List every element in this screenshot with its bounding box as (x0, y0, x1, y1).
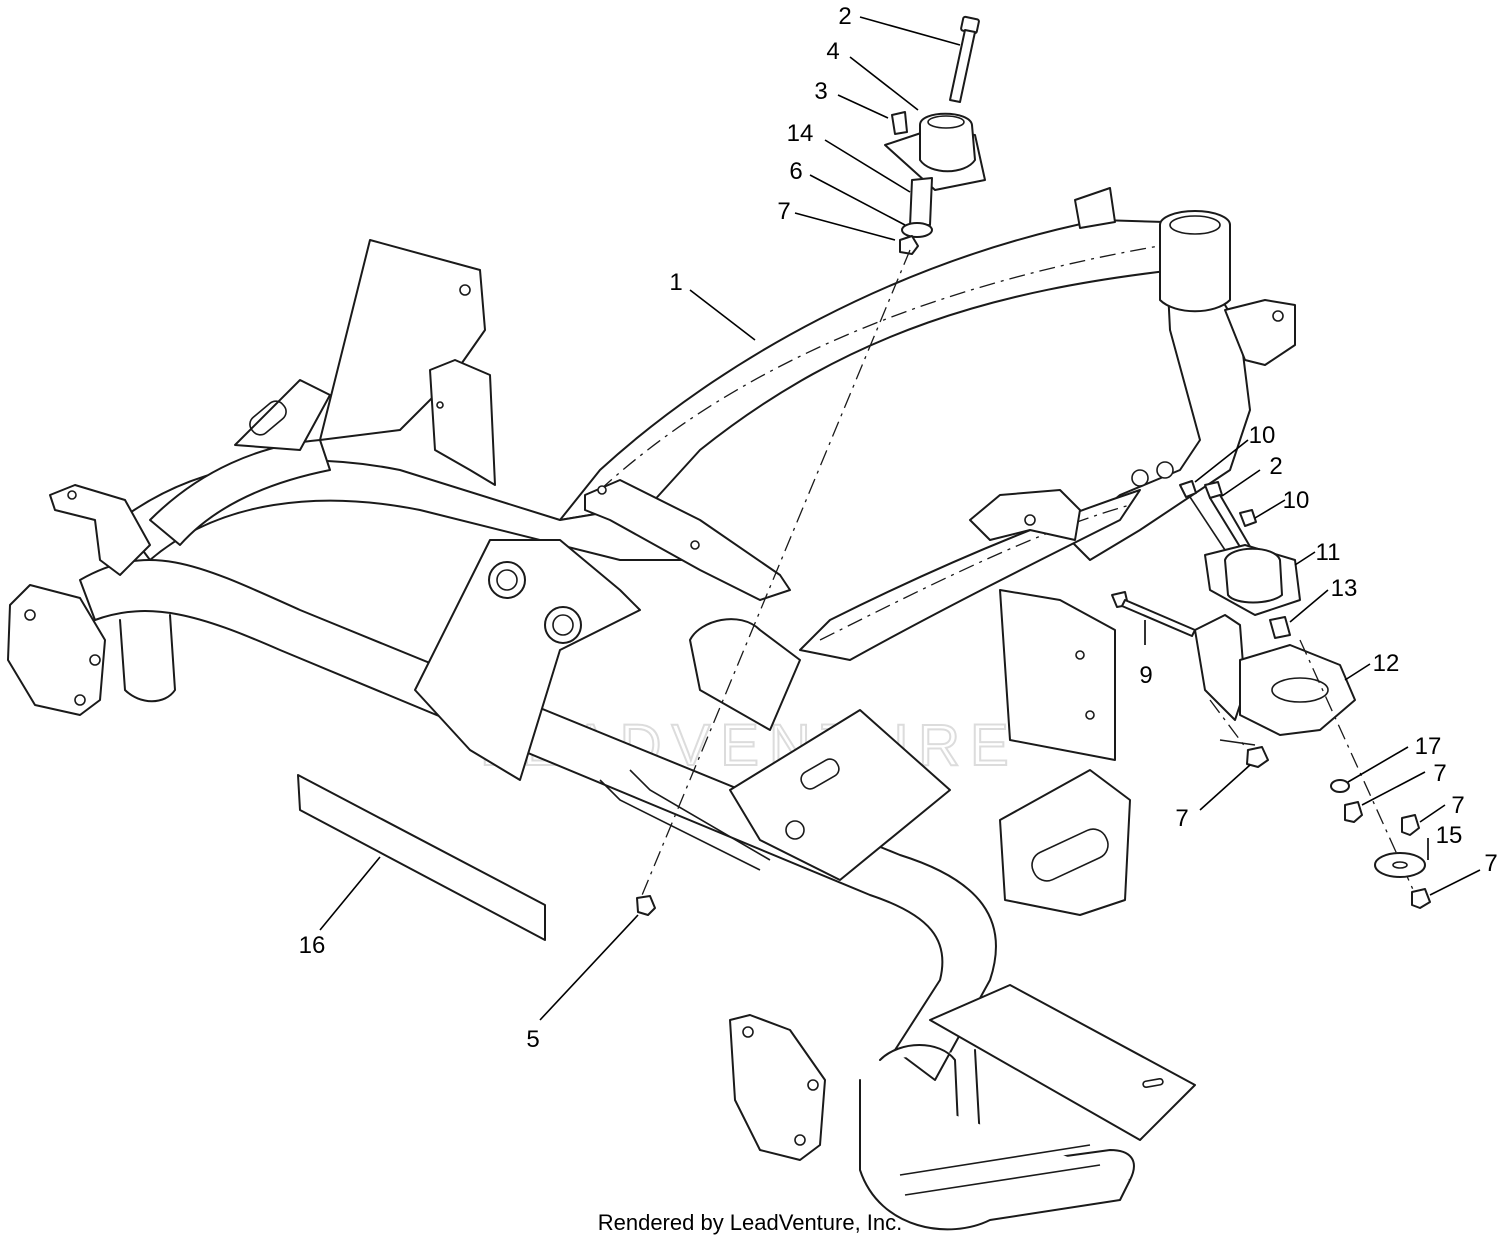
right-mount-assembly (1111, 480, 1431, 909)
callout-4: 4 (826, 38, 839, 65)
callout-11: 11 (1316, 539, 1341, 566)
callout-17: 17 (1415, 733, 1442, 760)
callout-3: 3 (814, 78, 827, 105)
callout-10-right: 10 (1283, 487, 1310, 514)
top-mount-assembly (636, 15, 986, 916)
callout-7: 7 (777, 198, 790, 225)
callout-10: 10 (1249, 422, 1276, 449)
callout-7-c: 7 (1175, 805, 1188, 832)
callout-2: 2 (838, 3, 851, 30)
callout-9: 9 (1139, 662, 1152, 689)
callout-6: 6 (789, 158, 802, 185)
callout-12: 12 (1373, 650, 1400, 677)
callout-15: 15 (1436, 822, 1463, 849)
callout-5: 5 (526, 1026, 539, 1053)
callout-7-d: 7 (1484, 850, 1497, 877)
callout-1: 1 (669, 269, 682, 296)
decal-part-16 (297, 774, 546, 941)
callout-14: 14 (787, 120, 814, 147)
callout-13: 13 (1331, 575, 1358, 602)
callout-16: 16 (299, 932, 326, 959)
callout-labels: 2 4 3 14 6 7 1 10 2 10 11 13 9 12 17 7 7… (299, 3, 1498, 1053)
frame-assembly (7, 187, 1296, 1231)
callout-7-a: 7 (1433, 760, 1446, 787)
callout-leaders (319, 16, 1481, 1021)
callout-7-b: 7 (1451, 792, 1464, 819)
footer-credit: Rendered by LeadVenture, Inc. (597, 1210, 903, 1235)
callout-2-right: 2 (1269, 453, 1282, 480)
